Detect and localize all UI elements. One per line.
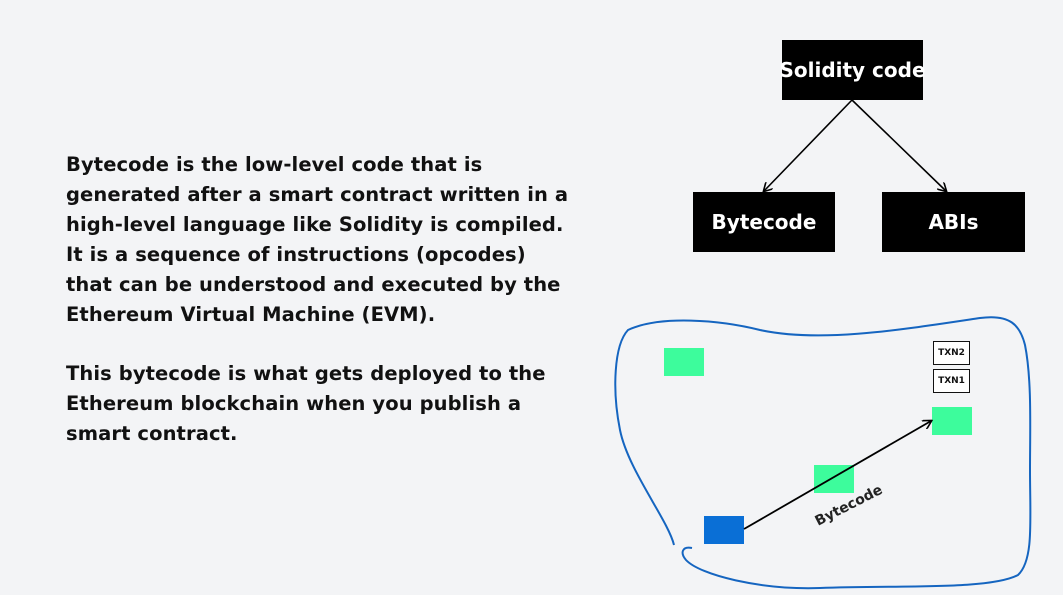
node-solidity-code: Solidity code (779, 40, 926, 100)
network-outline (614, 316, 1032, 590)
tree-edge-left (764, 99, 853, 191)
node-abis: ABIs (882, 192, 1025, 252)
green-block-destination (932, 407, 972, 435)
description-paragraph-1: Bytecode is the low-level code that is g… (66, 153, 569, 326)
description-text: Bytecode is the low-level code that is g… (66, 150, 576, 478)
node-bytecode: Bytecode (693, 192, 835, 252)
tree-edge-right (851, 99, 946, 191)
deploy-arrow (743, 421, 931, 530)
transaction-txn1: TXN1 (933, 369, 970, 393)
description-paragraph-2: This bytecode is what gets deployed to t… (66, 362, 546, 445)
green-block-top-left (664, 348, 704, 376)
transaction-txn2: TXN2 (933, 341, 970, 365)
blue-block-source (704, 516, 744, 544)
